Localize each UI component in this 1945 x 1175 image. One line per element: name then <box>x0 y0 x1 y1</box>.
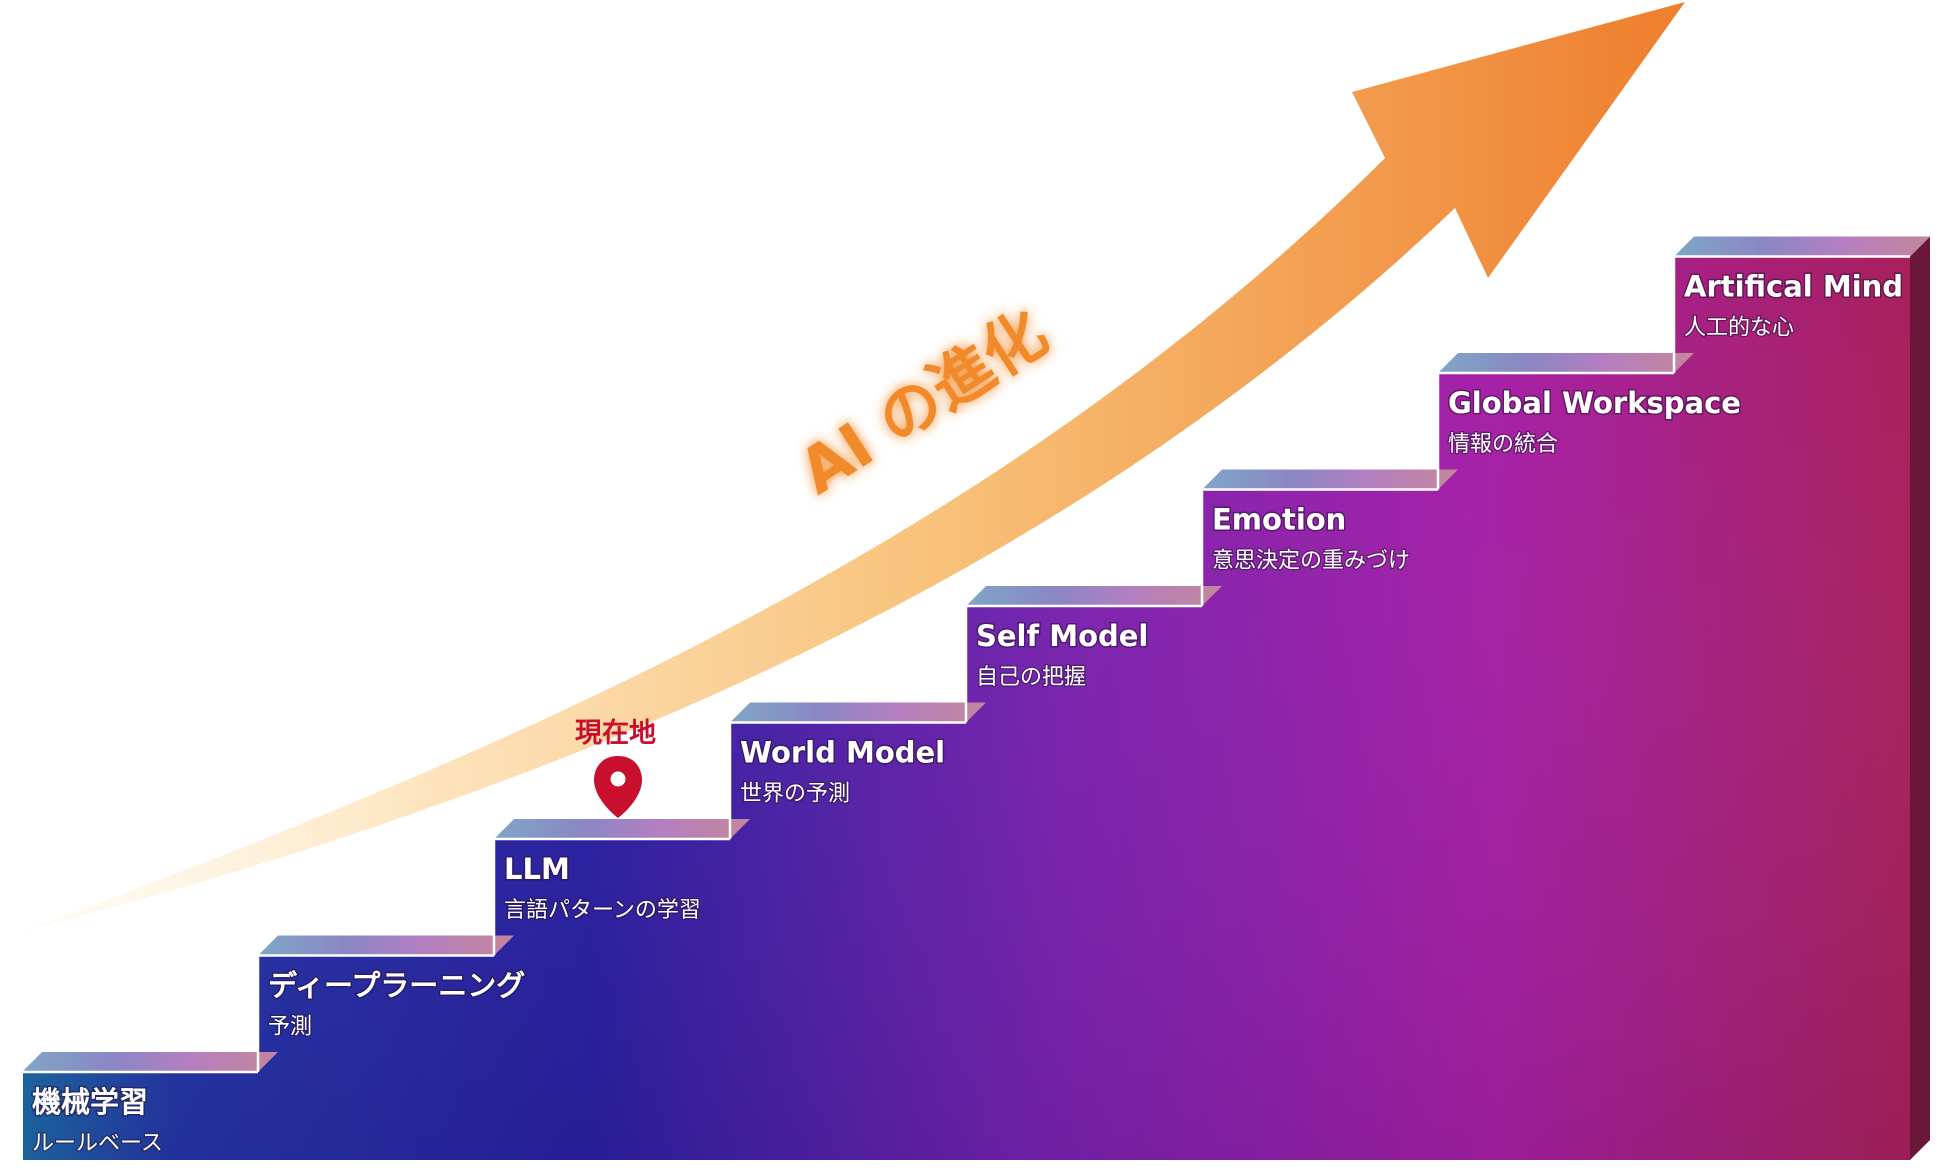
stair-tread <box>258 935 514 956</box>
step-subtitle: 自己の把握 <box>976 665 1086 690</box>
step-title: Artifical Mind <box>1684 270 1903 304</box>
stair-tread <box>730 702 986 723</box>
step-title: 機械学習 <box>32 1085 148 1119</box>
step-title: LLM <box>504 852 570 886</box>
step-title: Global Workspace <box>1448 386 1741 420</box>
stair-tread <box>1202 469 1458 490</box>
stair-side <box>1910 236 1930 1160</box>
evolution-arrow <box>22 2 1685 932</box>
step-subtitle: 言語パターンの学習 <box>504 898 701 923</box>
step-subtitle: 意思決定の重みづけ <box>1212 549 1410 574</box>
stair-tread <box>1438 353 1694 373</box>
step-title: Emotion <box>1212 503 1346 537</box>
map-pin-dot <box>610 771 626 787</box>
step-title: Self Model <box>976 619 1148 653</box>
step-subtitle: 予測 <box>268 1015 312 1040</box>
current-location-label: 現在地 <box>575 718 656 749</box>
step-subtitle: 世界の予測 <box>740 782 850 807</box>
stair-tread <box>22 1052 278 1072</box>
stair-tread <box>494 819 750 839</box>
current-location-marker: 現在地 <box>575 718 656 818</box>
stair-tread <box>1674 236 1930 257</box>
step-subtitle: 人工的な心 <box>1684 316 1794 341</box>
step-subtitle: ルールベース <box>32 1131 163 1156</box>
map-pin-icon <box>594 756 642 818</box>
step-subtitle: 情報の統合 <box>1448 432 1558 457</box>
step-title: ディープラーニング <box>268 969 525 1003</box>
stair-tread <box>966 586 1222 606</box>
step-title: World Model <box>740 736 945 770</box>
